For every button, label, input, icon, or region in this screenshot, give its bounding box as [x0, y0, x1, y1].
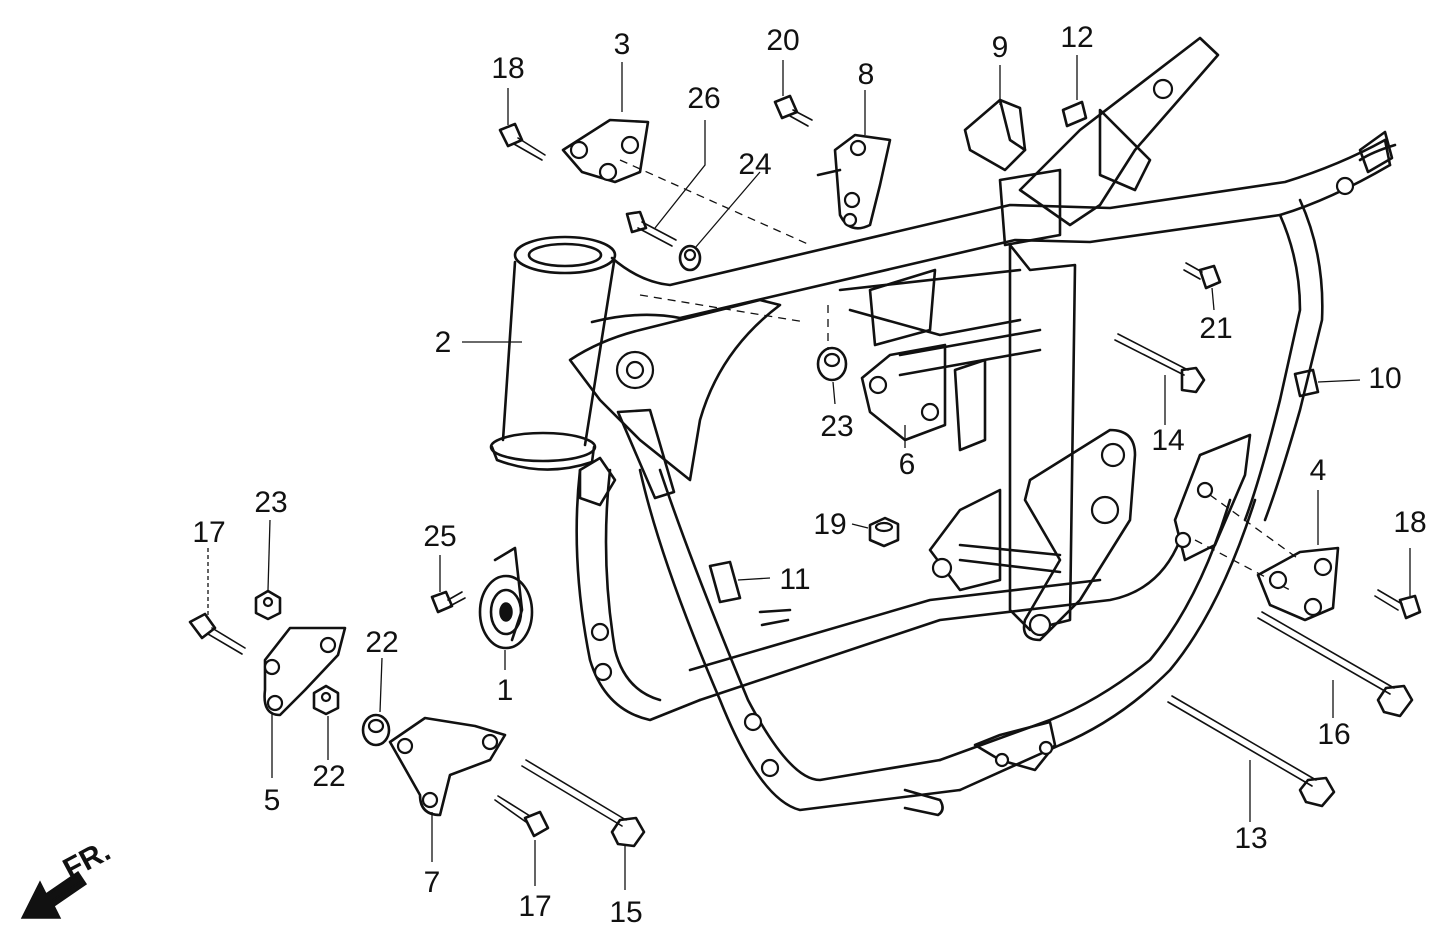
- callout-6: 6: [899, 448, 916, 481]
- callout-22-upper: 22: [365, 626, 398, 659]
- part-14-bolt: [1114, 333, 1206, 394]
- callout-10: 10: [1368, 362, 1401, 395]
- part-23-collar-center: [816, 346, 848, 382]
- part-18-bolt-left: [498, 122, 546, 161]
- part-7-lower-hanger: [388, 716, 507, 817]
- callout-3: 3: [614, 28, 631, 61]
- part-3-bracket: [561, 118, 650, 184]
- callout-23-center: 23: [820, 410, 853, 443]
- callout-14: 14: [1151, 424, 1184, 457]
- callout-24: 24: [738, 148, 771, 181]
- fr-label: FR.: [58, 834, 116, 886]
- callout-26: 26: [687, 82, 720, 115]
- part-18-bolt-right: [1374, 589, 1422, 620]
- callout-4: 4: [1310, 454, 1327, 487]
- callout-18-right: 18: [1393, 506, 1426, 539]
- part-15-bolt: [521, 759, 646, 848]
- callout-12: 12: [1060, 21, 1093, 54]
- callout-17-left: 17: [192, 516, 225, 549]
- part-11-plate: [708, 560, 742, 604]
- part-21-bolt: [1183, 262, 1222, 290]
- part-22-nut-right: [361, 713, 391, 747]
- part-26-bolt: [625, 210, 677, 247]
- callout-13: 13: [1234, 822, 1267, 855]
- callout-5: 5: [264, 784, 281, 817]
- callout-23-left: 23: [254, 486, 287, 519]
- part-20-bolt: [773, 94, 813, 127]
- callout-16: 16: [1317, 718, 1350, 751]
- part-16-bolt: [1257, 611, 1414, 718]
- part-9-seat-bracket: [963, 98, 1027, 172]
- callout-25: 25: [423, 520, 456, 553]
- callout-15: 15: [609, 896, 642, 929]
- part-24-collar: [678, 244, 702, 272]
- leader-lines: [207, 55, 1411, 890]
- part-5-engine-hanger: [263, 626, 347, 717]
- part-12-plate: [1061, 100, 1088, 128]
- callout-7: 7: [424, 866, 441, 899]
- callout-18-left: 18: [491, 52, 524, 85]
- part-25-bolt: [430, 590, 466, 614]
- callout-numbers: 1 2 3 4 5 6 7 8 9 10 11 12 13 14 15 16 1…: [192, 21, 1426, 929]
- callout-19: 19: [813, 508, 846, 541]
- part-17-bolt-left: [188, 612, 246, 655]
- part-4-mount-plate: [1256, 546, 1340, 622]
- callout-1: 1: [497, 674, 514, 707]
- part-6-center-bracket: [860, 343, 987, 452]
- callout-22-lower: 22: [312, 760, 345, 793]
- part-19-collar: [868, 516, 900, 548]
- part-10-plate: [1293, 368, 1320, 398]
- part-13-long-bolt: [1167, 695, 1336, 808]
- callout-9: 9: [992, 31, 1009, 64]
- part-17-bolt-bottom: [494, 795, 550, 838]
- callout-17-bottom: 17: [518, 890, 551, 923]
- part-1-horn: [478, 546, 534, 650]
- callout-2: 2: [435, 326, 452, 359]
- callout-20: 20: [766, 24, 799, 57]
- front-direction-indicator: FR.: [20, 834, 116, 919]
- callout-21: 21: [1199, 312, 1232, 345]
- part-8-upper-bracket: [816, 133, 892, 230]
- part-23-collar-left: [254, 589, 282, 621]
- callout-8: 8: [858, 58, 875, 91]
- frame-body: [489, 36, 1397, 817]
- part-22-nut-left: [312, 684, 340, 716]
- front-arrow-icon: [20, 870, 88, 919]
- callout-11: 11: [779, 563, 810, 596]
